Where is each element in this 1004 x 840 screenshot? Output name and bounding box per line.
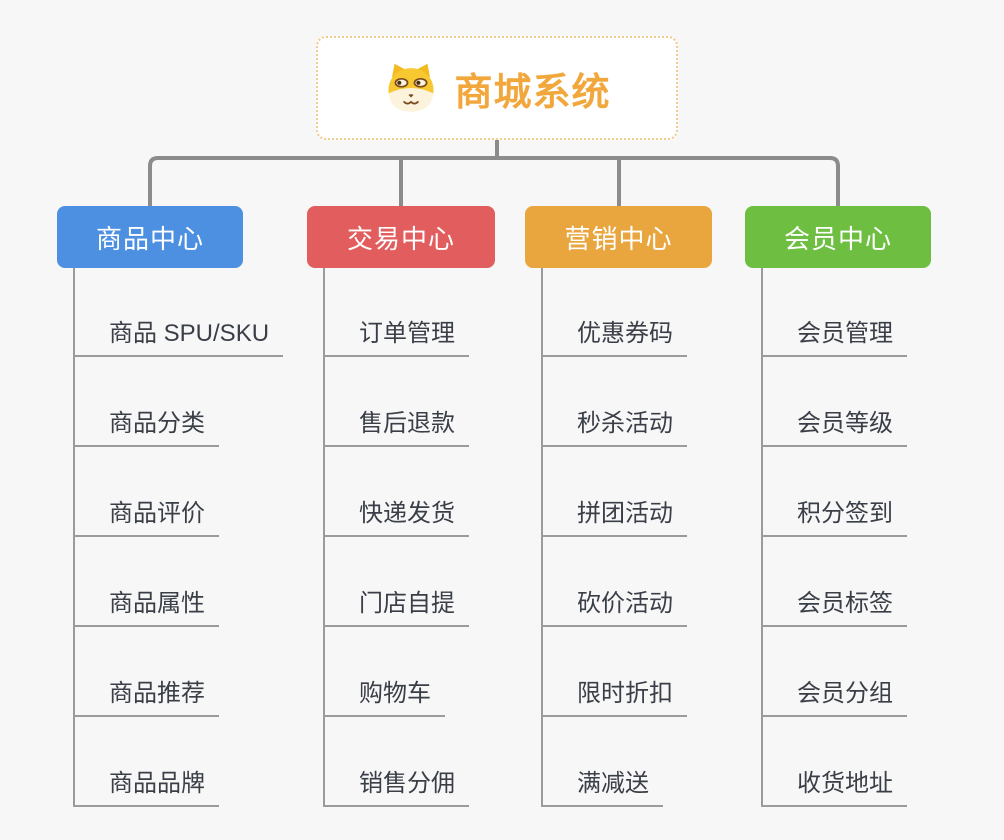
root-node-title: 商城系统 bbox=[454, 71, 611, 114]
shiba-dog-icon bbox=[388, 63, 435, 112]
branch-label: 商品中心 bbox=[95, 223, 204, 254]
leaf-node[interactable]: 优惠券码 bbox=[543, 319, 687, 357]
leaf-node[interactable]: 限时折扣 bbox=[543, 679, 687, 717]
leaf-node[interactable]: 会员管理 bbox=[763, 319, 907, 357]
product-center-leaves: 商品 SPU/SKU 商品分类 商品评价 商品属性 商品推荐 商品品牌 bbox=[73, 268, 284, 807]
leaf-node[interactable]: 拼团活动 bbox=[543, 499, 687, 537]
branch-node-trade-center[interactable]: 交易中心 bbox=[307, 206, 495, 268]
marketing-center-leaves: 优惠券码 秒杀活动 拼团活动 砍价活动 限时折扣 满减送 bbox=[541, 268, 687, 807]
leaf-node[interactable]: 销售分佣 bbox=[325, 769, 469, 807]
branch-rail-line bbox=[148, 156, 840, 206]
leaf-node[interactable]: 门店自提 bbox=[325, 589, 469, 627]
leaf-node[interactable]: 商品 SPU/SKU bbox=[75, 319, 284, 357]
branch-node-product-center[interactable]: 商品中心 bbox=[57, 206, 243, 268]
leaf-node[interactable]: 商品分类 bbox=[75, 409, 219, 447]
trade-center-leaves: 订单管理 售后退款 快递发货 门店自提 购物车 销售分佣 bbox=[323, 268, 469, 807]
leaf-node[interactable]: 商品品牌 bbox=[75, 769, 219, 807]
branch-label: 交易中心 bbox=[346, 223, 455, 254]
leaf-node[interactable]: 积分签到 bbox=[763, 499, 907, 537]
leaf-node[interactable]: 订单管理 bbox=[325, 319, 469, 357]
leaf-node[interactable]: 商品评价 bbox=[75, 499, 219, 537]
branch-label: 营销中心 bbox=[564, 223, 673, 254]
branch-node-member-center[interactable]: 会员中心 bbox=[745, 206, 931, 268]
leaf-node[interactable]: 购物车 bbox=[325, 679, 445, 717]
leaf-node[interactable]: 会员等级 bbox=[763, 409, 907, 447]
leaf-node[interactable]: 快递发货 bbox=[325, 499, 469, 537]
leaf-node[interactable]: 会员标签 bbox=[763, 589, 907, 627]
leaf-node[interactable]: 商品推荐 bbox=[75, 679, 219, 717]
leaf-node[interactable]: 满减送 bbox=[543, 769, 663, 807]
leaf-node[interactable]: 砍价活动 bbox=[543, 589, 687, 627]
branch-label: 会员中心 bbox=[783, 223, 892, 254]
branch-node-marketing-center[interactable]: 营销中心 bbox=[525, 206, 712, 268]
leaf-node[interactable]: 收货地址 bbox=[763, 769, 907, 807]
leaf-node[interactable]: 会员分组 bbox=[763, 679, 907, 717]
root-node[interactable]: 商城系统 bbox=[316, 36, 678, 140]
leaf-node[interactable]: 售后退款 bbox=[325, 409, 469, 447]
leaf-node[interactable]: 秒杀活动 bbox=[543, 409, 687, 447]
member-center-leaves: 会员管理 会员等级 积分签到 会员标签 会员分组 收货地址 bbox=[761, 268, 907, 807]
leaf-node[interactable]: 商品属性 bbox=[75, 589, 219, 627]
